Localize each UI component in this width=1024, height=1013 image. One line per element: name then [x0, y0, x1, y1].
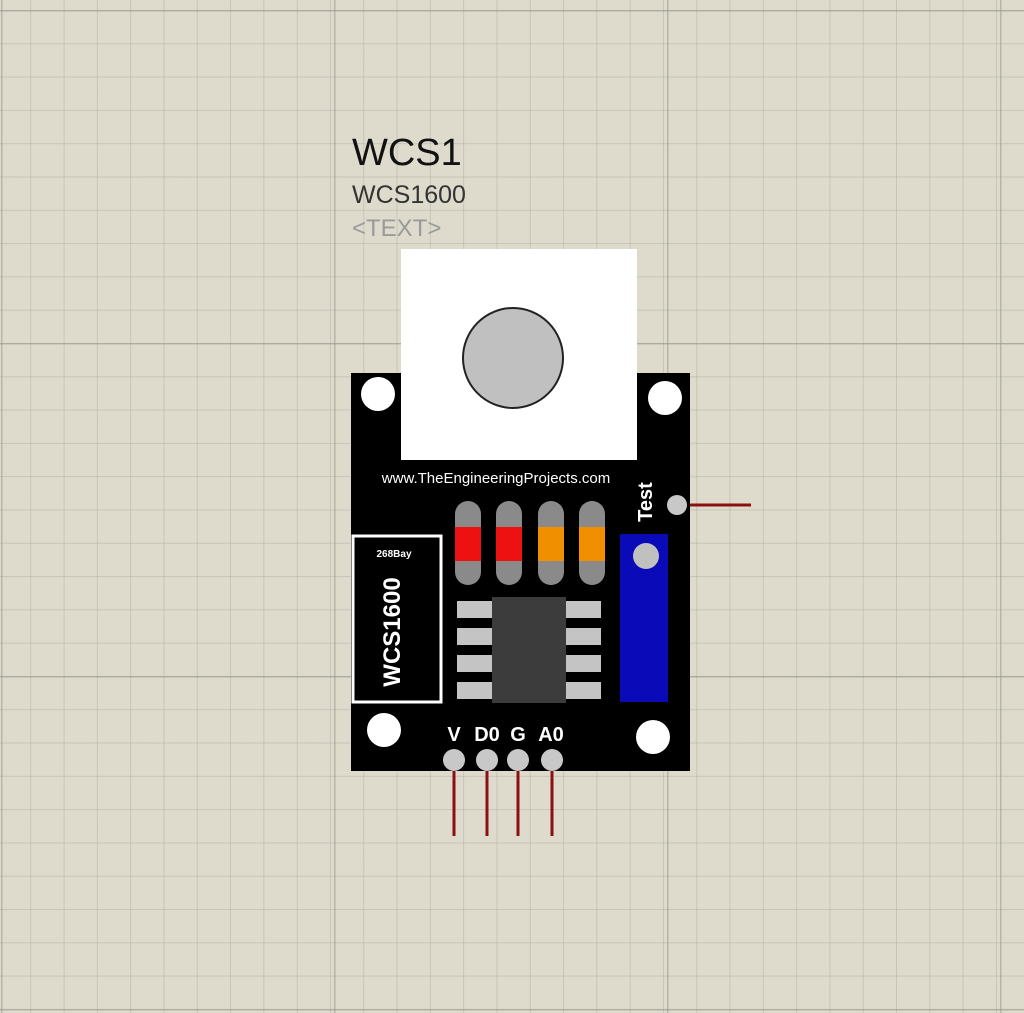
mounting-hole-icon: [636, 720, 670, 754]
component-text-placeholder[interactable]: <TEXT>: [352, 215, 442, 242]
pin-test[interactable]: [667, 495, 687, 515]
pin-g[interactable]: [507, 749, 529, 771]
component-value-label[interactable]: WCS1600: [352, 181, 466, 209]
pin-label-d0: D0: [474, 724, 500, 746]
pin-v[interactable]: [443, 749, 465, 771]
pin-d0[interactable]: [476, 749, 498, 771]
pin-label-g: G: [510, 724, 526, 746]
ic-chip: [457, 597, 601, 703]
chip-brand-text: 268Bay: [376, 549, 411, 560]
mounting-hole-icon: [648, 381, 682, 415]
pin-wires: [452, 503, 751, 836]
resistor-3: [538, 501, 564, 585]
pin-label-a0: A0: [538, 724, 564, 746]
pin-a0[interactable]: [541, 749, 563, 771]
resistor-2: [496, 501, 522, 585]
chip-label-box: [351, 534, 443, 704]
resistor-1: [455, 501, 481, 585]
chip-model-text: WCS1600: [379, 577, 406, 686]
sensor-hole-icon: [462, 307, 564, 409]
test-pin-label: Test: [635, 482, 657, 522]
mounting-hole-icon: [367, 713, 401, 747]
potentiometer-knob-icon: [633, 543, 659, 569]
resistor-4: [579, 501, 605, 585]
mounting-hole-icon: [361, 377, 395, 411]
component-reference-label[interactable]: WCS1: [352, 132, 462, 174]
wcs1600-component[interactable]: www.TheEngineeringProjects.com 268Bay WC…: [351, 249, 751, 836]
pin-label-v: V: [447, 724, 461, 746]
website-text: www.TheEngineeringProjects.com: [381, 470, 610, 487]
potentiometer: [620, 534, 668, 702]
